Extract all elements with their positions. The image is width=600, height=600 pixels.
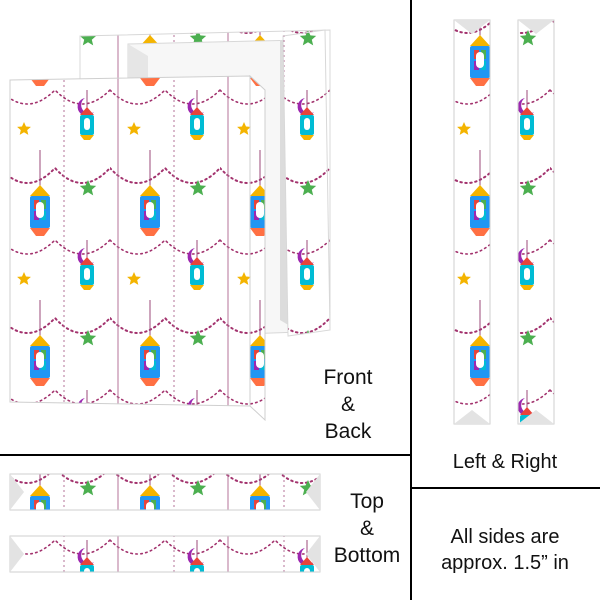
horizontal-divider-right — [410, 487, 600, 489]
vertical-divider — [410, 0, 412, 600]
horizontal-divider-left — [0, 454, 411, 456]
front-back-label: Front & Back — [323, 366, 373, 443]
front-back-panel — [9, 29, 331, 422]
dimensions-note: All sides are approx. 1.5” in — [441, 526, 569, 574]
right-side-strip — [517, 19, 555, 425]
front-canvas — [9, 74, 266, 422]
bottom-side-strip — [9, 535, 321, 573]
top-side-strip — [9, 473, 321, 511]
left-right-label: Left & Right — [452, 451, 558, 473]
left-right-panel — [453, 19, 555, 425]
top-bottom-label: Top & Bottom — [333, 490, 401, 567]
top-bottom-panel — [9, 473, 321, 573]
left-side-strip — [453, 19, 491, 425]
